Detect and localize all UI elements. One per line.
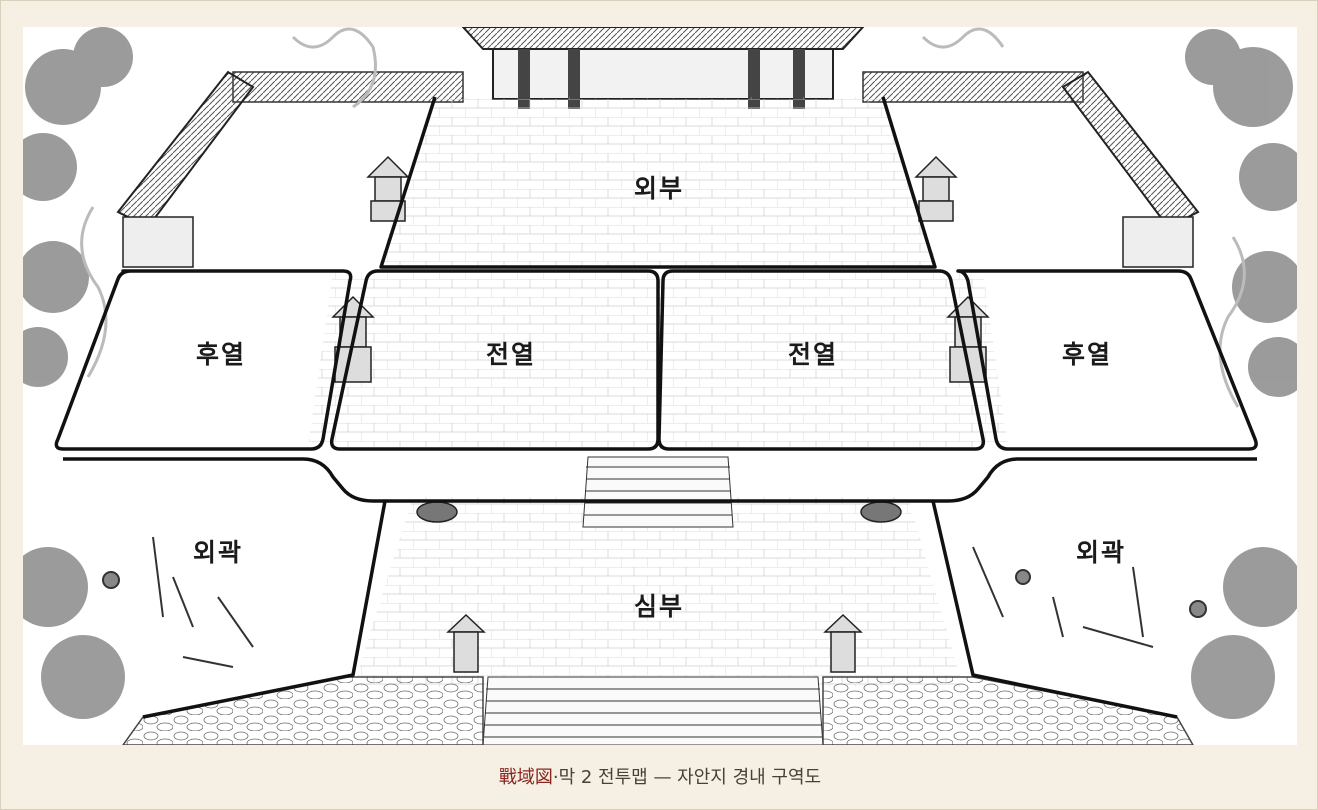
zone-label-flank-right[interactable]: 외곽 bbox=[1075, 538, 1127, 567]
zone-label-inner[interactable]: 심부 bbox=[633, 592, 685, 621]
main-gate bbox=[461, 27, 865, 109]
smoke-wisps bbox=[80, 27, 1246, 408]
zone-front-left[interactable] bbox=[329, 269, 660, 451]
zone-rear-right[interactable] bbox=[956, 269, 1258, 451]
zone-label-rear-right[interactable]: 후열 bbox=[1061, 340, 1113, 369]
map-illustration bbox=[23, 27, 1297, 745]
weapon-rack-left bbox=[102, 536, 254, 668]
stone-lantern bbox=[823, 613, 863, 673]
brazier bbox=[860, 501, 902, 523]
zone-rear-left[interactable] bbox=[54, 269, 353, 451]
zone-front-right[interactable] bbox=[657, 269, 986, 451]
zone-label-flank-left[interactable]: 외곽 bbox=[192, 538, 244, 567]
brazier bbox=[416, 501, 458, 523]
tree-cluster-left bbox=[23, 27, 133, 719]
inner-paving bbox=[353, 497, 963, 687]
tree-cluster-right bbox=[1185, 29, 1297, 719]
caption-accent: 戰域図 bbox=[498, 767, 553, 788]
zone-flank-left[interactable] bbox=[63, 457, 387, 719]
central-stairs bbox=[482, 456, 824, 745]
zone-label-front-right[interactable]: 전열 bbox=[787, 340, 839, 369]
pavilion-left bbox=[116, 70, 255, 268]
outer-courtyard-paving bbox=[378, 97, 938, 267]
zone-outer[interactable] bbox=[379, 96, 937, 269]
zone-label-outer[interactable]: 외부 bbox=[633, 174, 685, 203]
zone-flank-right[interactable] bbox=[931, 457, 1257, 719]
stone-lantern bbox=[366, 155, 410, 222]
pavilion-right bbox=[1061, 70, 1200, 268]
map-caption: 戰域図·막 2 전투맵 — 자안지 경내 구역도 bbox=[1, 763, 1318, 789]
zone-label-rear-left[interactable]: 후열 bbox=[195, 340, 247, 369]
stone-lantern bbox=[914, 155, 958, 222]
battle-map: 외부 후열 전열 전열 후열 외곽 외곽 심부 bbox=[23, 27, 1297, 745]
stone-wall-right bbox=[822, 676, 1194, 745]
caption-text: ·막 2 전투맵 — 자안지 경내 구역도 bbox=[552, 767, 822, 788]
zone-label-front-left[interactable]: 전열 bbox=[485, 340, 537, 369]
weapon-rack-right bbox=[972, 546, 1207, 648]
stone-lantern bbox=[446, 613, 486, 673]
